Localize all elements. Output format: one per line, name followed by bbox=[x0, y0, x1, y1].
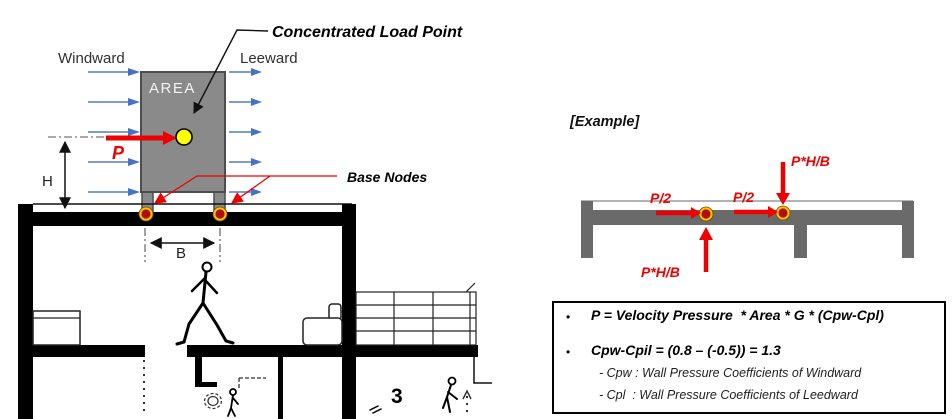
base-nodes-label: Base Nodes bbox=[347, 169, 427, 185]
mid-floor-slab-right bbox=[187, 345, 478, 357]
uplift-arrow bbox=[699, 227, 713, 272]
wind-arrow bbox=[87, 97, 141, 107]
beam-column-right bbox=[902, 201, 914, 258]
mid-floor-slab-left bbox=[32, 345, 145, 357]
concentrated-load-point bbox=[175, 128, 193, 146]
load-point-leader-arrow bbox=[193, 29, 269, 114]
downforce-arrow bbox=[776, 162, 790, 205]
area-panel: AREA bbox=[140, 71, 226, 214]
wind-arrow bbox=[228, 97, 263, 107]
uplift-label: P*H/B bbox=[641, 264, 680, 280]
floor-number-label: 3 bbox=[391, 385, 403, 408]
walking-person-sketch bbox=[175, 261, 235, 346]
shear-label-right: P/2 bbox=[733, 189, 754, 205]
bathroom-sketch bbox=[195, 357, 266, 417]
stair-direction-arrow bbox=[462, 389, 472, 412]
wind-arrow bbox=[228, 187, 263, 197]
shear-arrow-right bbox=[734, 206, 778, 218]
shear-arrow-left bbox=[656, 207, 701, 219]
example-node-right bbox=[775, 205, 791, 221]
armchair-sketch bbox=[302, 303, 343, 346]
beam-column-left bbox=[581, 201, 593, 258]
interior-wall bbox=[278, 357, 283, 419]
bullet-icon: • bbox=[566, 310, 571, 324]
example-title: [Example] bbox=[569, 114, 640, 130]
slipper-sketch bbox=[369, 405, 382, 414]
formula-box: • P = Velocity Pressure * Area * G * (Cp… bbox=[552, 301, 946, 414]
base-node-leader-right bbox=[231, 175, 271, 204]
bed-sketch bbox=[32, 310, 81, 346]
windward-arrows bbox=[87, 67, 141, 197]
wind-arrow bbox=[228, 157, 263, 167]
base-node-right bbox=[212, 206, 228, 222]
wind-arrow bbox=[87, 67, 141, 77]
height-dimension-label: H bbox=[42, 173, 53, 190]
downforce-label: P*H/B bbox=[791, 153, 830, 169]
width-dimension-label: B bbox=[176, 245, 186, 262]
beam-column-middle bbox=[794, 225, 807, 258]
bullet-icon: • bbox=[566, 345, 571, 359]
wind-arrow bbox=[228, 127, 263, 137]
wind-arrow bbox=[228, 67, 263, 77]
right-wall bbox=[342, 204, 356, 419]
formula-line-2: Cpw-Cpil = (0.8 – (-0.5)) = 1.3 bbox=[591, 342, 781, 358]
area-label: AREA bbox=[149, 80, 196, 97]
base-node-leader-left bbox=[154, 175, 337, 204]
room-corner-line bbox=[473, 357, 492, 384]
left-wall bbox=[18, 204, 33, 419]
building-section: 3 B bbox=[18, 203, 492, 419]
example-beam-structure bbox=[581, 200, 914, 258]
formula-subline-1: - Cpw : Wall Pressure Coefficients of Wi… bbox=[599, 366, 862, 380]
crouching-person-sketch bbox=[442, 376, 458, 413]
roof-slab bbox=[18, 212, 356, 226]
formula-line-1: P = Velocity Pressure * Area * G * (Cpw-… bbox=[591, 307, 884, 323]
shear-label-left: P/2 bbox=[650, 190, 671, 206]
windward-label: Windward bbox=[58, 50, 125, 67]
load-point-callout-label: Concentrated Load Point bbox=[272, 24, 463, 41]
force-P-arrow bbox=[106, 131, 177, 145]
shelving-sketch bbox=[355, 282, 477, 346]
base-node-left bbox=[138, 206, 154, 222]
leeward-label: Leeward bbox=[240, 50, 298, 67]
formula-subline-2: - Cpl : Wall Pressure Coefficients of Le… bbox=[599, 388, 858, 402]
example-node-left bbox=[698, 206, 714, 222]
force-P-label: P bbox=[112, 143, 125, 163]
wind-arrow bbox=[87, 127, 141, 137]
leeward-arrows bbox=[228, 67, 263, 197]
wind-arrow bbox=[87, 187, 141, 197]
